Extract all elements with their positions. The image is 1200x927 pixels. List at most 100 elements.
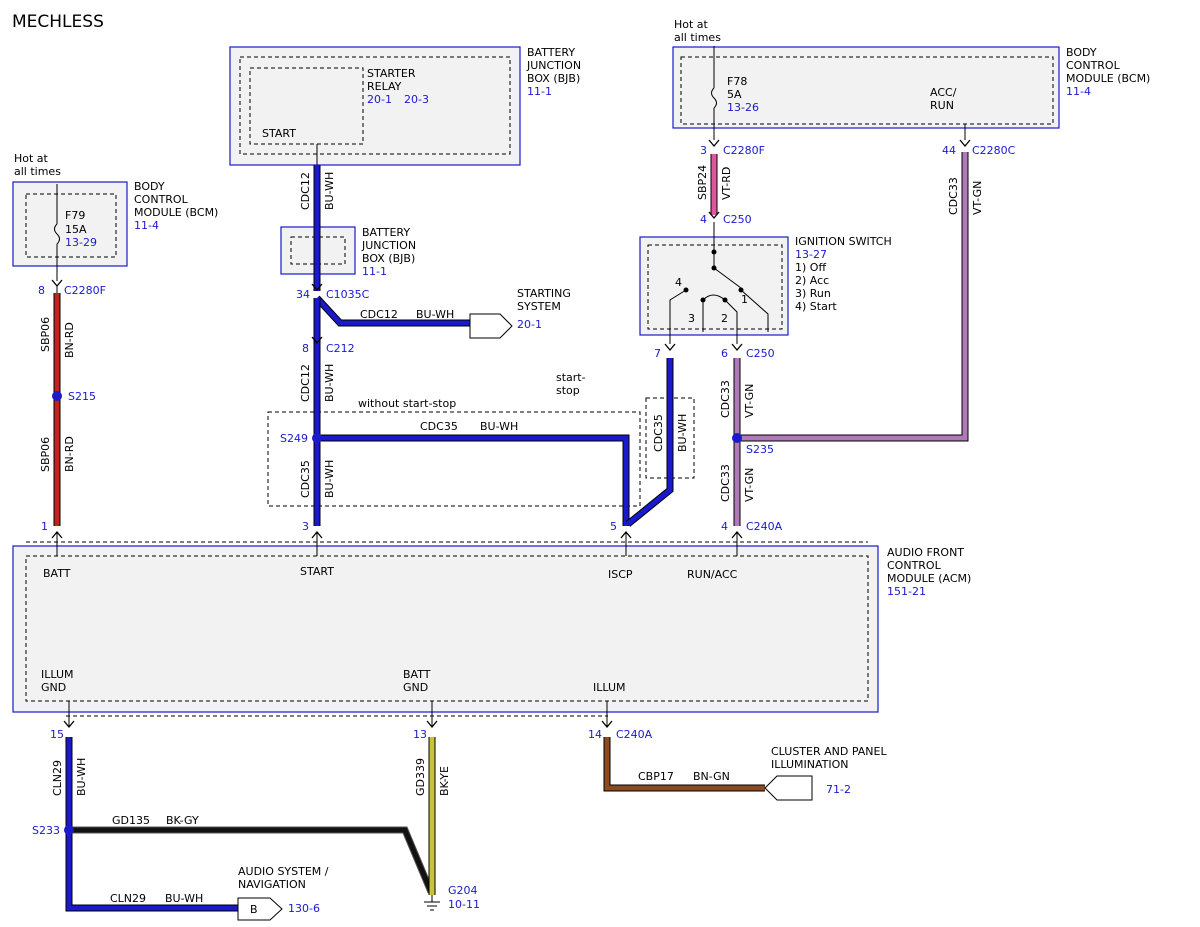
wire-buwh-h1: BU-WH bbox=[416, 308, 454, 321]
wire-gd135 bbox=[69, 826, 435, 894]
wire-cdc33-bcm bbox=[737, 152, 969, 442]
pin-15: 15 bbox=[50, 728, 64, 741]
conn-c250-top: C250 bbox=[723, 213, 752, 226]
wire-cdc35-h: CDC35 bbox=[420, 420, 458, 433]
pin-6-ign: 6 bbox=[721, 347, 728, 360]
wire-cln29-main bbox=[65, 737, 238, 912]
acm-illum-label: ILLUM bbox=[593, 681, 626, 694]
starting-system-connector bbox=[469, 313, 513, 339]
pin-44: 44 bbox=[942, 144, 956, 157]
wire-bnrd-v1: BN-RD bbox=[63, 322, 76, 358]
ign-pos-3: 3 bbox=[688, 312, 695, 325]
ignition-switch-inner bbox=[647, 244, 783, 330]
wire-cdc33-v3: CDC33 bbox=[719, 464, 732, 502]
relay-start-label: START bbox=[262, 127, 296, 140]
splice-s215-label: S215 bbox=[68, 390, 96, 403]
pin-13: 13 bbox=[413, 728, 427, 741]
bcm-right-inner bbox=[680, 56, 1054, 125]
pin-7-ign: 7 bbox=[654, 347, 661, 360]
wire-buwh-v5: BU-WH bbox=[75, 758, 88, 796]
splice-s249-label: S249 bbox=[280, 432, 308, 445]
acm-runacc-label: RUN/ACC bbox=[687, 568, 738, 581]
bcm-left-ref: 11-4 bbox=[134, 219, 159, 232]
wire-buwh-v2: BU-WH bbox=[323, 364, 336, 402]
pin-3-top: 3 bbox=[700, 144, 707, 157]
bjb-top-box bbox=[229, 46, 521, 166]
wire-vtgn-v3: VT-GN bbox=[743, 468, 756, 502]
acm-iscp-label: ISCP bbox=[608, 568, 633, 581]
bcm-accrun-label: ACC/RUN bbox=[930, 86, 957, 112]
pin-3-acm: 3 bbox=[302, 520, 309, 533]
connector-arrows bbox=[51, 139, 971, 729]
splice-s235 bbox=[732, 433, 742, 443]
ign-pos-4: 4 bbox=[675, 276, 682, 289]
pin-8-mid: 8 bbox=[302, 342, 309, 355]
conn-c240a-top: C240A bbox=[746, 520, 783, 533]
splice-s249 bbox=[312, 433, 322, 443]
bcm-right-box bbox=[672, 46, 1060, 129]
acm-batt-label: BATT bbox=[43, 567, 71, 580]
wire-sbp06-v1: SBP06 bbox=[39, 317, 52, 352]
wire-cdc35-startstop bbox=[625, 358, 674, 527]
fuse-f79: F79 bbox=[65, 209, 85, 222]
fuse-f78-ref: 13-26 bbox=[727, 101, 759, 114]
start-stop-label: start-stop bbox=[556, 371, 586, 397]
pin-5-acm: 5 bbox=[610, 520, 617, 533]
ground-g204: G204 bbox=[448, 884, 478, 897]
wire-buwh-v4: BU-WH bbox=[676, 414, 689, 452]
wire-cbp17 bbox=[603, 737, 765, 792]
wire-buwh-v3: BU-WH bbox=[323, 460, 336, 498]
wire-cdc35-across bbox=[317, 434, 630, 526]
cluster-ref: 71-2 bbox=[826, 783, 851, 796]
wire-cdc33-v2: CDC33 bbox=[719, 380, 732, 418]
wire-bnrd-v2: BN-RD bbox=[63, 436, 76, 472]
wire-gd135-h: GD135 bbox=[112, 814, 150, 827]
ignition-ref: 13-27 bbox=[795, 248, 827, 261]
pin-8-left: 8 bbox=[38, 284, 45, 297]
wire-cbp17-h: CBP17 bbox=[638, 770, 674, 783]
acm-start-label: START bbox=[300, 565, 334, 578]
ign-pos-2: 2 bbox=[721, 312, 728, 325]
wires bbox=[53, 152, 969, 912]
splice-s215 bbox=[52, 391, 62, 401]
bcm-left-inner bbox=[25, 193, 117, 258]
pin-4-top: 4 bbox=[700, 213, 707, 226]
cluster-connector bbox=[764, 775, 813, 801]
bcm-left-box bbox=[12, 181, 128, 267]
wire-buwh-v1: BU-WH bbox=[323, 172, 336, 210]
wire-vtgn-v2: VT-GN bbox=[743, 384, 756, 418]
splice-s235-label: S235 bbox=[746, 443, 774, 456]
bjb-top-ref: 11-1 bbox=[527, 85, 552, 98]
starter-relay-ref-2: 20-3 bbox=[404, 93, 429, 106]
wire-cln29-h: CLN29 bbox=[110, 892, 146, 905]
conn-c250-bot: C250 bbox=[746, 347, 775, 360]
pin-34: 34 bbox=[296, 288, 310, 301]
splice-s233-label: S233 bbox=[32, 824, 60, 837]
bjb-top-inner bbox=[239, 56, 511, 155]
ign-node-top bbox=[711, 249, 717, 255]
audio-nav-pin: B bbox=[250, 903, 258, 916]
wire-bkye-v: BK-YE bbox=[438, 766, 451, 796]
starter-relay-box bbox=[249, 67, 364, 145]
pin-1-acm: 1 bbox=[41, 520, 48, 533]
wire-cdc35-v1: CDC35 bbox=[299, 460, 312, 498]
wire-cdc35-v2: CDC35 bbox=[652, 414, 665, 452]
wire-sbp24-v: SBP24 bbox=[696, 165, 709, 200]
starter-relay-ref-1: 20-1 bbox=[367, 93, 392, 106]
ignition-name: IGNITION SWITCH bbox=[795, 235, 892, 248]
wire-cdc12-starting bbox=[314, 295, 470, 327]
without-start-stop-label: without start-stop bbox=[358, 397, 456, 410]
wire-cdc12-v2: CDC12 bbox=[299, 364, 312, 402]
conn-c2280f-right: C2280F bbox=[723, 144, 765, 157]
